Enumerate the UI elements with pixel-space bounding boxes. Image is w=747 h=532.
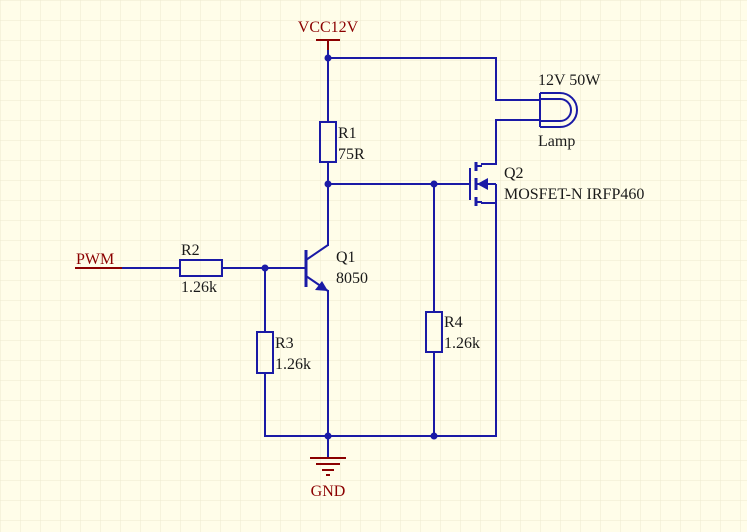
r1-designator: R1 [338, 125, 357, 142]
r2-designator: R2 [181, 242, 200, 259]
q2-body-arrow [477, 178, 488, 190]
r2-body [179, 259, 223, 277]
gnd-label: GND [311, 483, 346, 500]
junctions [261, 54, 438, 440]
resistor-r4[interactable]: R4 1.26k [425, 311, 480, 353]
resistor-r3[interactable]: R3 1.26k [256, 331, 311, 374]
pwm-net-port[interactable]: PWM [75, 251, 122, 269]
q1-emitter-arrow [315, 281, 328, 291]
junction-dot [430, 180, 438, 188]
lamp-bulb-inner [540, 98, 572, 122]
vcc-label: VCC12V [298, 19, 359, 36]
resistor-r2[interactable]: R2 1.26k [179, 242, 223, 296]
junction-dot [324, 54, 332, 62]
r3-value: 1.26k [275, 356, 311, 373]
transistor-q1[interactable]: Q1 8050 [304, 244, 368, 292]
lamp[interactable]: 12V 50W Lamp [538, 72, 601, 150]
r1-body [319, 121, 337, 163]
q1-designator: Q1 [336, 249, 356, 266]
gnd-power-port[interactable]: GND [310, 457, 346, 500]
junction-dot [430, 432, 438, 440]
q2-designator: Q2 [504, 165, 524, 182]
lamp-designator: Lamp [538, 133, 575, 150]
r3-body [256, 331, 274, 374]
r3-designator: R3 [275, 335, 294, 352]
junction-dot [324, 180, 332, 188]
wire-source-to-gnd [264, 202, 497, 437]
q2-value: MOSFET-N IRFP460 [504, 186, 644, 203]
q1-collector-leg [305, 244, 329, 261]
vcc-power-port[interactable]: VCC12V [298, 19, 359, 50]
q1-value: 8050 [336, 270, 368, 287]
lamp-bulb-outer [540, 92, 578, 128]
r4-value: 1.26k [444, 335, 480, 352]
r2-value: 1.26k [181, 279, 217, 296]
resistor-r1[interactable]: R1 75R [319, 121, 365, 163]
mosfet-q2[interactable]: Q2 MOSFET-N IRFP460 [469, 162, 644, 206]
pwm-label: PWM [76, 251, 114, 268]
r1-value: 75R [338, 146, 365, 163]
wire-vcc-rail [327, 57, 541, 101]
r4-body [425, 311, 443, 353]
junction-dot [261, 264, 269, 272]
wire-lamp-to-drain [481, 119, 541, 165]
lamp-value: 12V 50W [538, 72, 601, 89]
junction-dot [324, 432, 332, 440]
r4-designator: R4 [444, 314, 463, 331]
